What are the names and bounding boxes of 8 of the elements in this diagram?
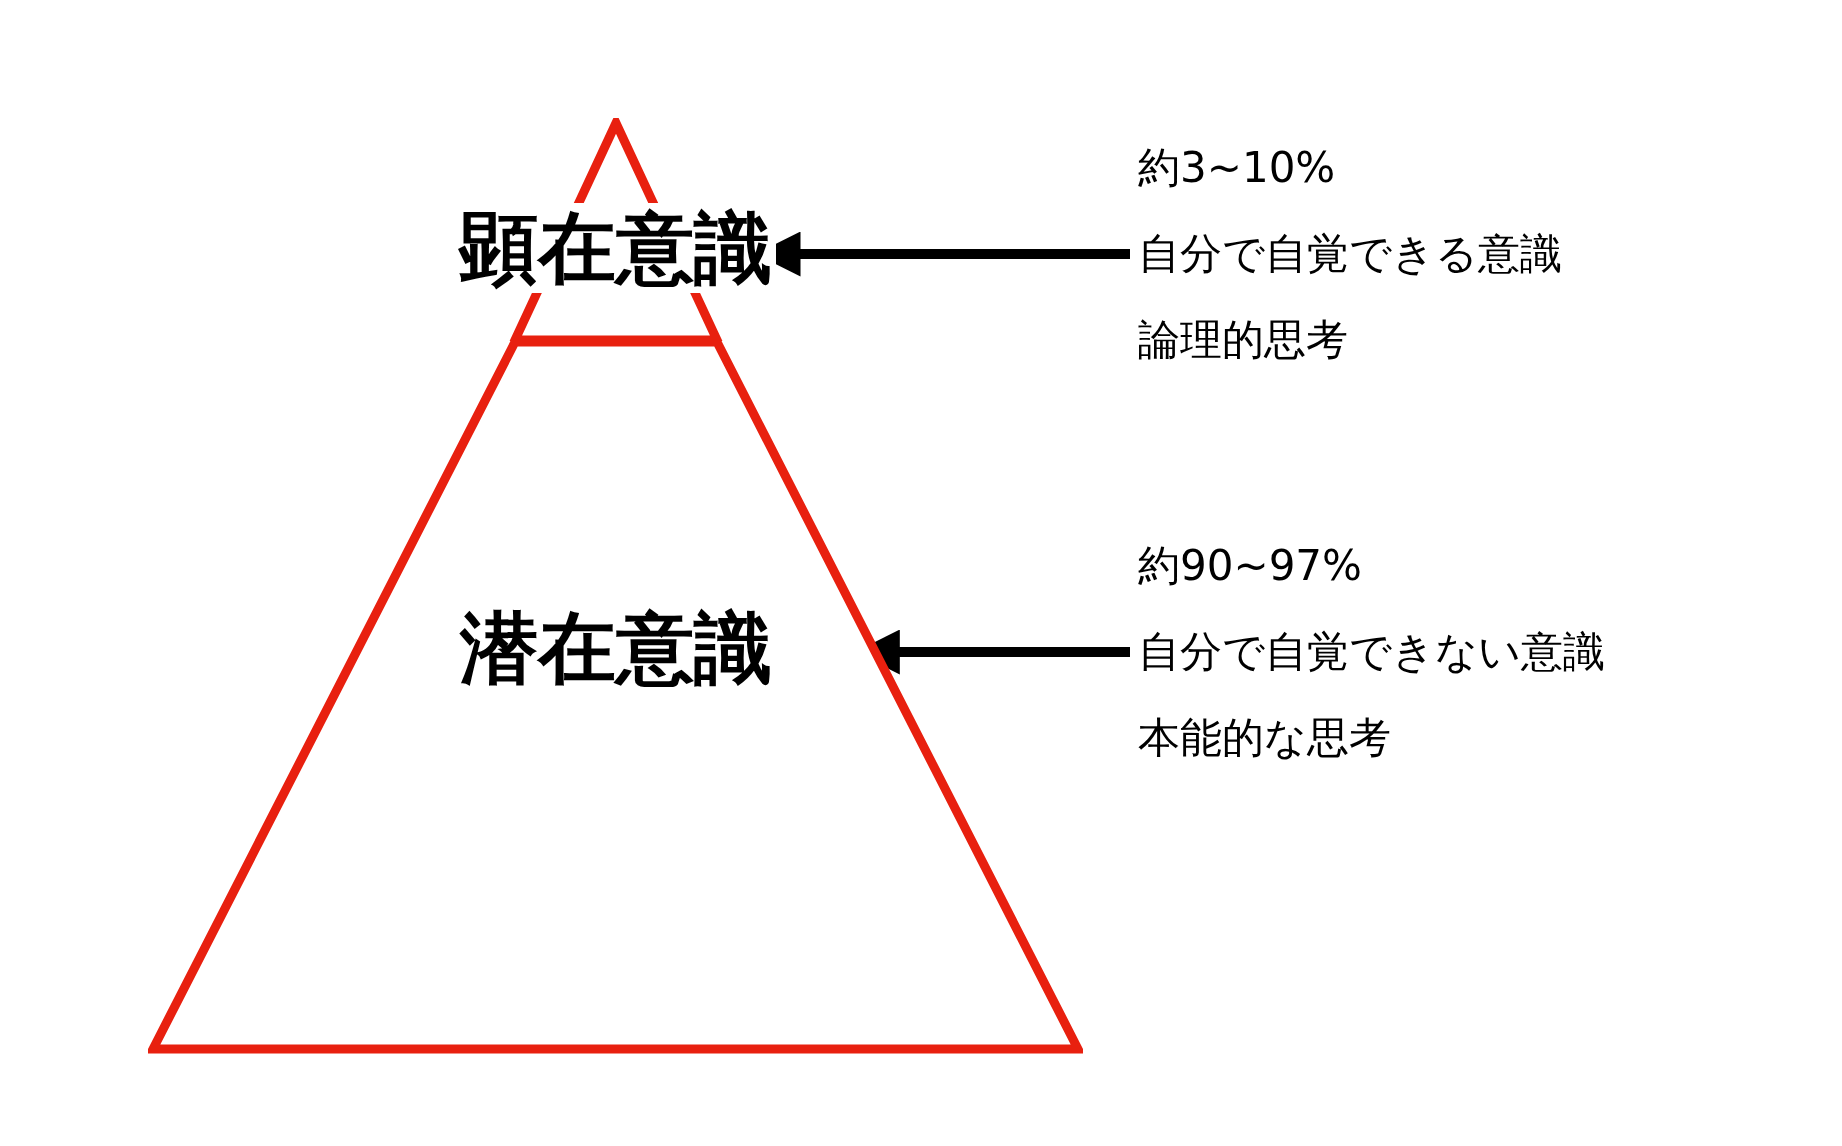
description-text: 自分で自覚できない意識 [1138,626,1606,678]
section-title: 顕在意識 [456,203,776,293]
percentage-text: 約3~10% [1138,142,1337,194]
description-text: 本能的な思考 [1138,712,1392,764]
pyramid-bottom-section [148,341,1083,1054]
description-text: 論理的思考 [1138,314,1349,366]
description-text: 自分で自覚できる意識 [1138,228,1563,280]
percentage-text: 約90~97% [1138,540,1363,592]
